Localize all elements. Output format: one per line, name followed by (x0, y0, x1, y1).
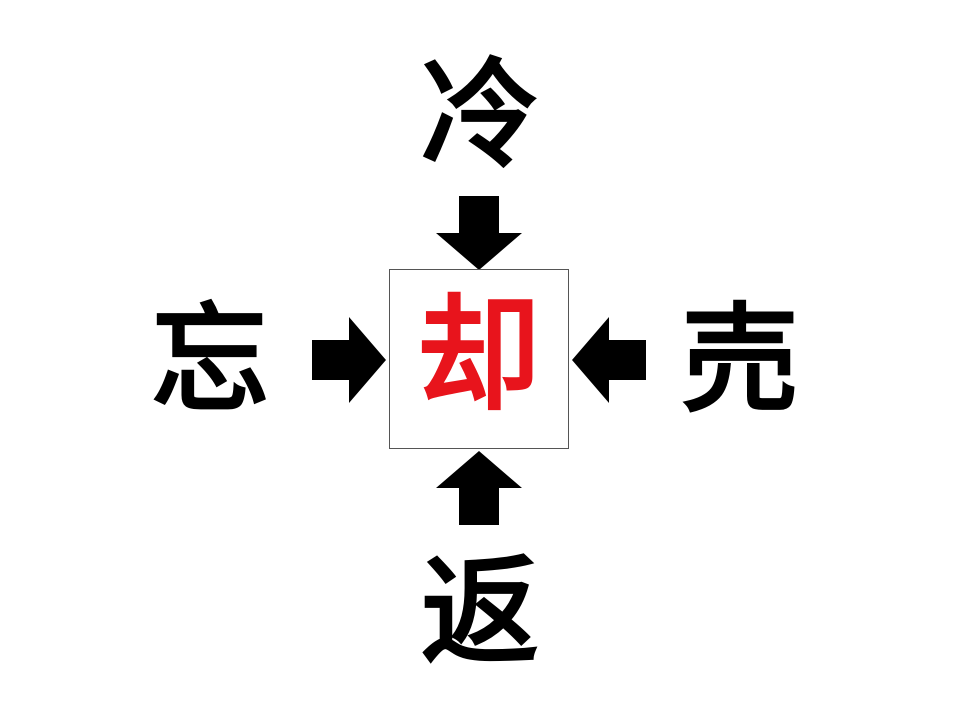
arrow-right-icon (312, 317, 386, 403)
right-kanji: 売 (680, 291, 799, 429)
bottom-kanji: 返 (420, 543, 539, 681)
arrow-down-icon (436, 196, 522, 270)
top-kanji: 冷 (420, 46, 539, 184)
arrow-left-icon (572, 317, 646, 403)
answer-kanji: 却 (416, 284, 541, 428)
arrow-up-icon (436, 451, 522, 525)
left-kanji: 忘 (150, 291, 269, 429)
answer-box[interactable]: 却 (389, 269, 569, 449)
